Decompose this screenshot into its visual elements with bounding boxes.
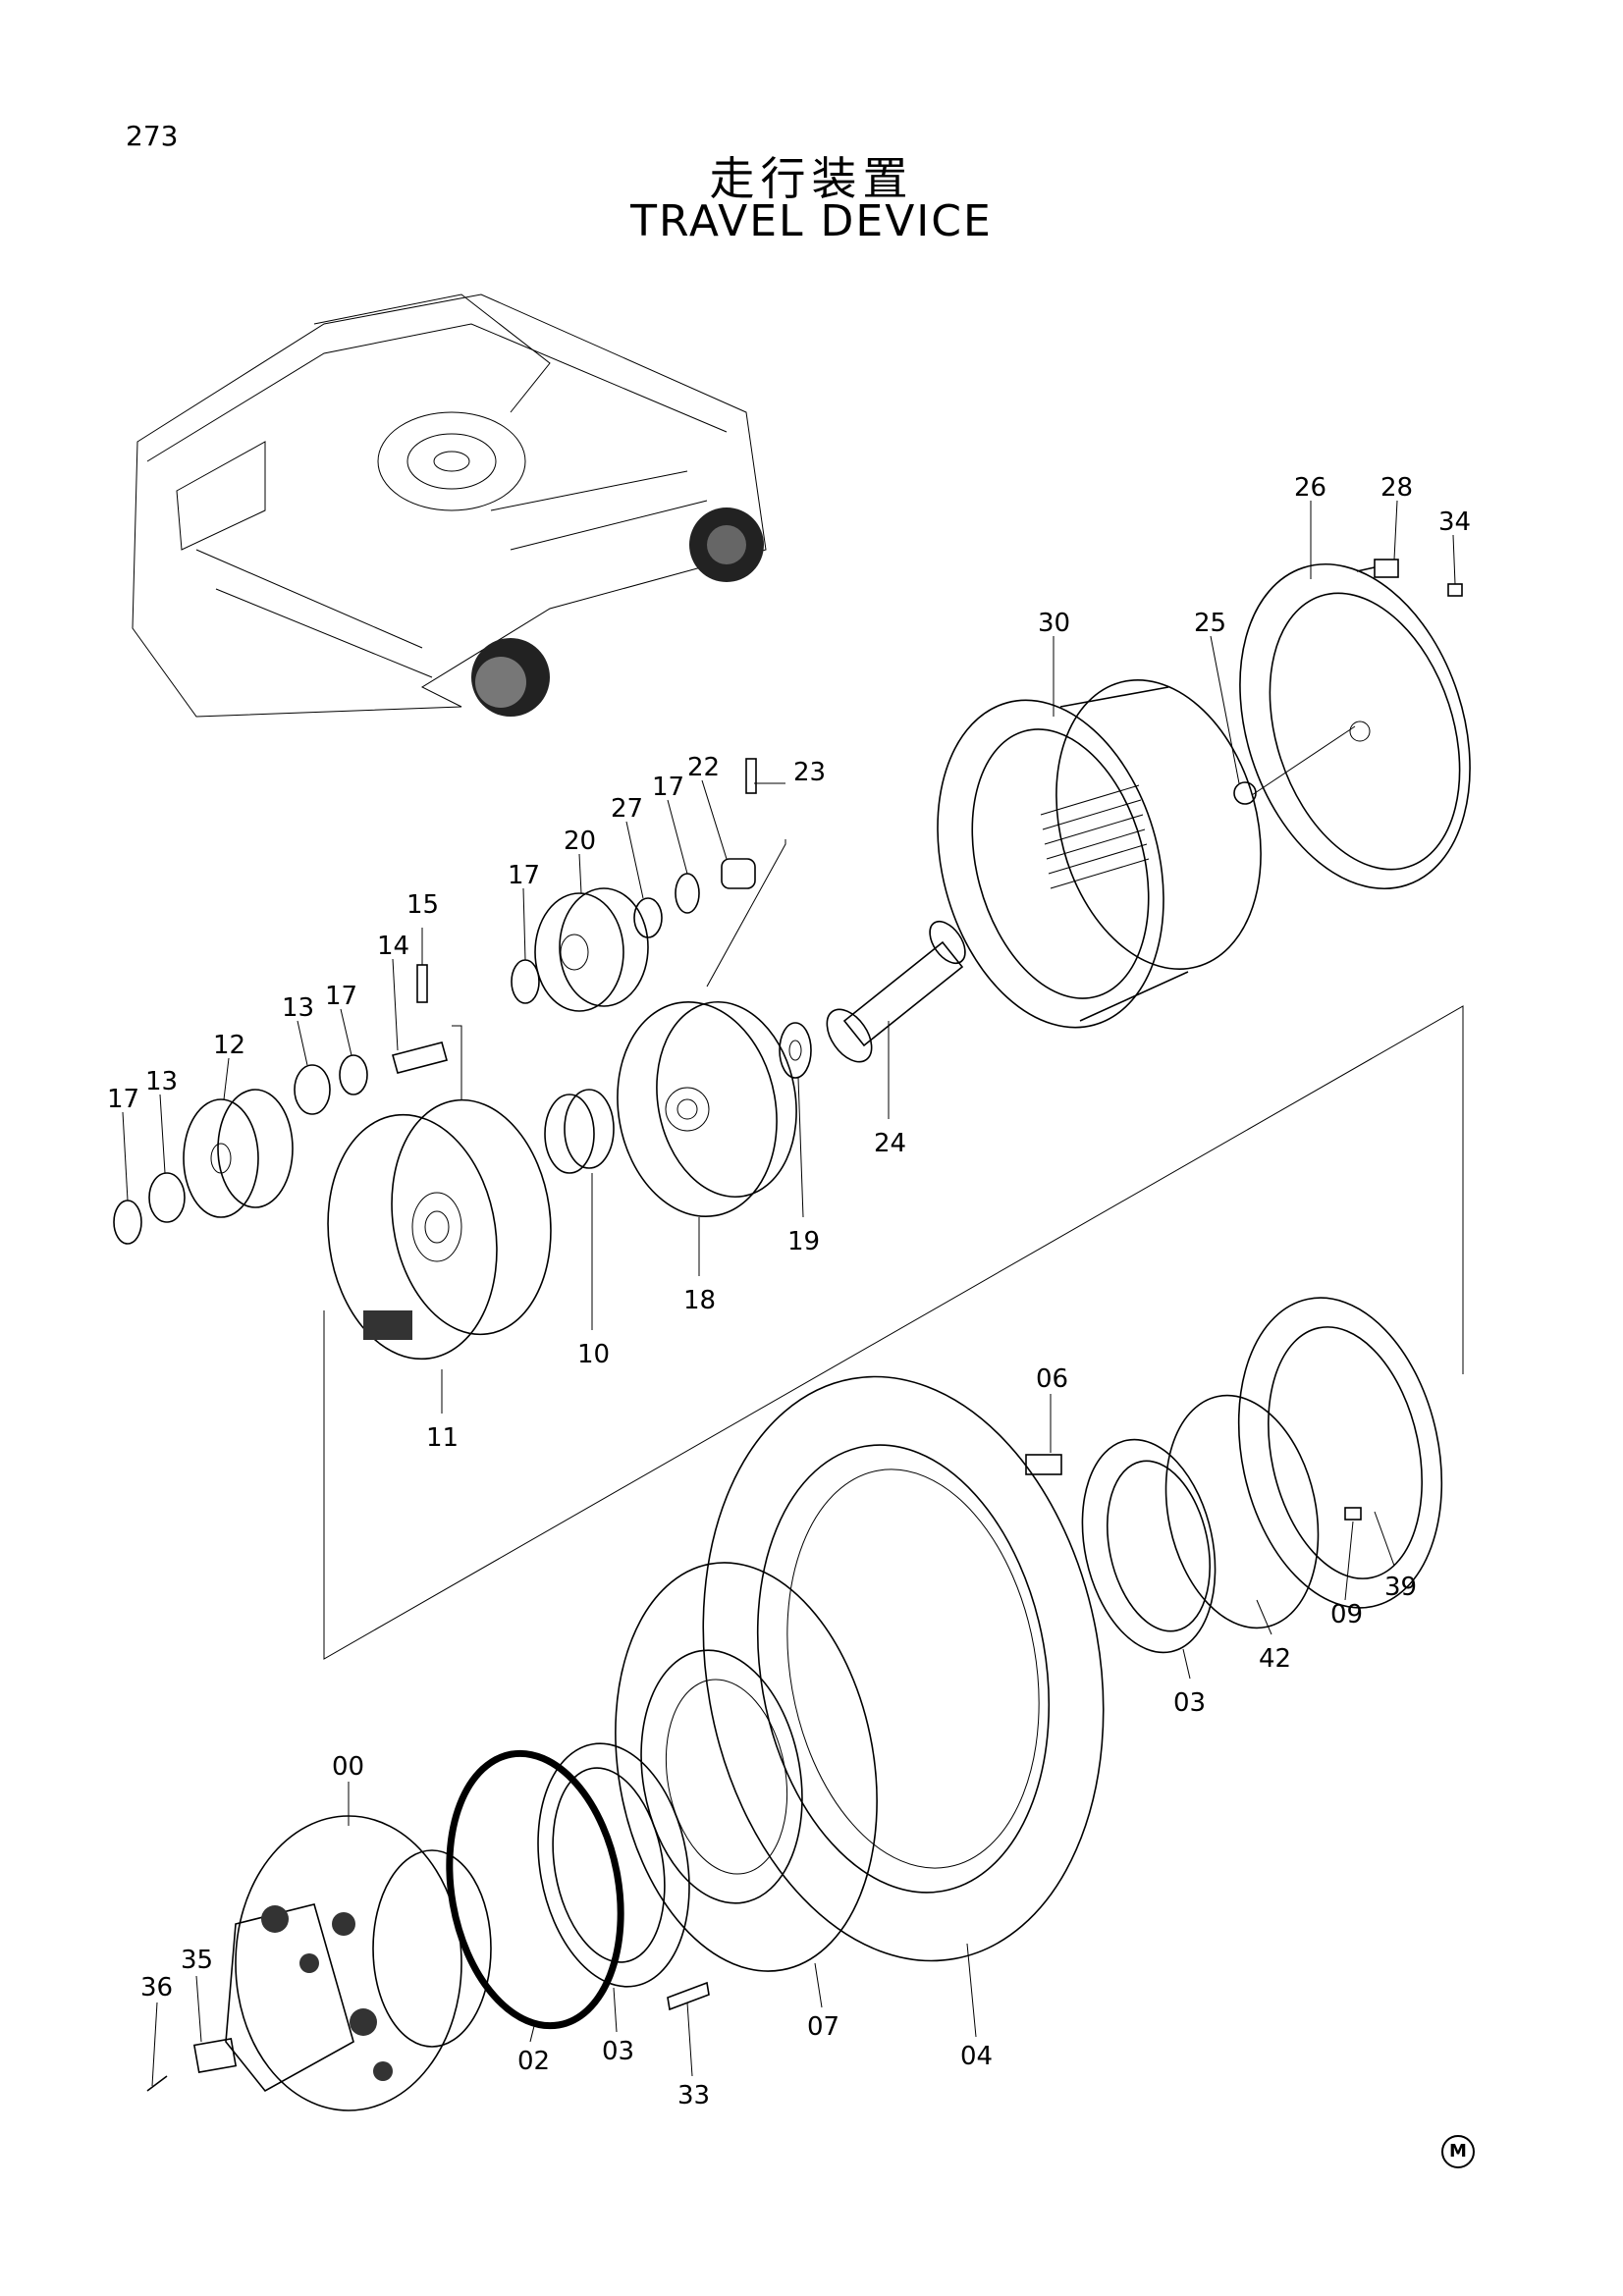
- part-34-plug: [1447, 583, 1463, 597]
- callout-06: 06: [1036, 1364, 1068, 1394]
- part-42-ring-gear: [1164, 1394, 1320, 1629]
- callout-26: 26: [1294, 473, 1326, 503]
- callout-35: 35: [181, 1946, 213, 1975]
- callout-36: 36: [140, 1973, 173, 2002]
- callout-34: 34: [1438, 507, 1471, 537]
- callout-25: 25: [1194, 609, 1226, 638]
- callout-15: 15: [406, 890, 439, 920]
- part-26-cover: [1239, 562, 1471, 890]
- part-06-bolt: [1025, 1454, 1062, 1475]
- callout-03-b: 03: [602, 2037, 634, 2066]
- part-14-shaft: [392, 1041, 448, 1074]
- part-36-screw: [146, 2075, 168, 2092]
- part-28-bolt: [1374, 559, 1399, 578]
- callout-30: 30: [1038, 609, 1070, 638]
- callout-17-a: 17: [652, 773, 684, 802]
- part-17-washer-c: [339, 1054, 368, 1095]
- callout-42: 42: [1259, 1644, 1291, 1674]
- callout-33: 33: [677, 2081, 710, 2110]
- callout-20: 20: [564, 827, 596, 856]
- leader-lines: [122, 500, 1456, 2087]
- part-39-ring: [1237, 1297, 1443, 1609]
- part-17-washer-d: [113, 1200, 142, 1245]
- part-17-washer-a: [511, 959, 540, 1004]
- callout-28: 28: [1380, 473, 1413, 503]
- callout-18: 18: [683, 1286, 716, 1315]
- part-30-housing: [937, 679, 1262, 1029]
- part-22-pin: [721, 858, 756, 889]
- callout-09: 09: [1330, 1600, 1363, 1629]
- part-25-plug: [1233, 781, 1257, 805]
- callout-13-a: 13: [282, 993, 314, 1023]
- part-07-hub: [615, 1562, 878, 1972]
- part-24-shaft: [826, 920, 966, 1063]
- page-number: 273: [126, 120, 179, 152]
- part-33-bolt: [667, 1981, 710, 2011]
- part-23-pin: [745, 758, 757, 794]
- part-20-gear: [534, 887, 649, 1012]
- callout-00: 00: [332, 1752, 364, 1782]
- callout-19: 19: [787, 1227, 820, 1256]
- callout-02: 02: [517, 2047, 550, 2076]
- part-00-travel-motor: [225, 1815, 492, 2111]
- callout-03-a: 03: [1173, 1688, 1206, 1718]
- part-09-pin: [1344, 1507, 1362, 1521]
- callout-11: 11: [426, 1423, 459, 1453]
- callout-17-d: 17: [107, 1085, 139, 1114]
- part-15-pin: [416, 964, 428, 1003]
- part-11-carrier: [327, 1098, 552, 1361]
- callout-14: 14: [377, 932, 409, 961]
- part-19-washer: [779, 1022, 812, 1079]
- part-03-seal-b: [537, 1742, 690, 1988]
- part-02-oring: [446, 1749, 624, 2030]
- assembly-guide-line: [323, 1005, 1464, 1660]
- title-english: TRAVEL DEVICE: [630, 196, 993, 246]
- part-13-bearing-b: [148, 1172, 186, 1223]
- part-10-gear: [544, 1094, 595, 1174]
- part-17-washer-b: [675, 873, 700, 914]
- callout-labels: 26 28 34 30 25 22 23 17 27 20 17 15 14 1…: [107, 473, 1471, 2110]
- callout-22: 22: [687, 753, 720, 782]
- undercarriage-sketch: [132, 294, 767, 718]
- callout-39: 39: [1384, 1573, 1417, 1602]
- callout-23: 23: [793, 758, 826, 787]
- callout-24: 24: [874, 1129, 906, 1158]
- callout-12: 12: [213, 1031, 245, 1060]
- part-13-bearing-a: [294, 1064, 331, 1115]
- part-12-gear: [183, 1089, 294, 1218]
- callout-10: 10: [577, 1340, 610, 1369]
- part-18-carrier: [617, 1000, 797, 1218]
- title-japanese: 走行装置: [709, 152, 914, 205]
- part-03-seal-a: [1081, 1438, 1217, 1654]
- callout-27: 27: [611, 794, 643, 824]
- callout-17-c: 17: [325, 982, 357, 1011]
- part-27-bearing: [633, 897, 663, 938]
- part-35-plate: [192, 2037, 238, 2074]
- callout-13-b: 13: [145, 1067, 178, 1096]
- part-04-sprocket: [702, 1375, 1105, 1962]
- callout-04: 04: [960, 2042, 993, 2071]
- callout-17-b: 17: [508, 861, 540, 890]
- callout-07: 07: [807, 2012, 839, 2042]
- corner-mark-badge: M: [1441, 2135, 1475, 2168]
